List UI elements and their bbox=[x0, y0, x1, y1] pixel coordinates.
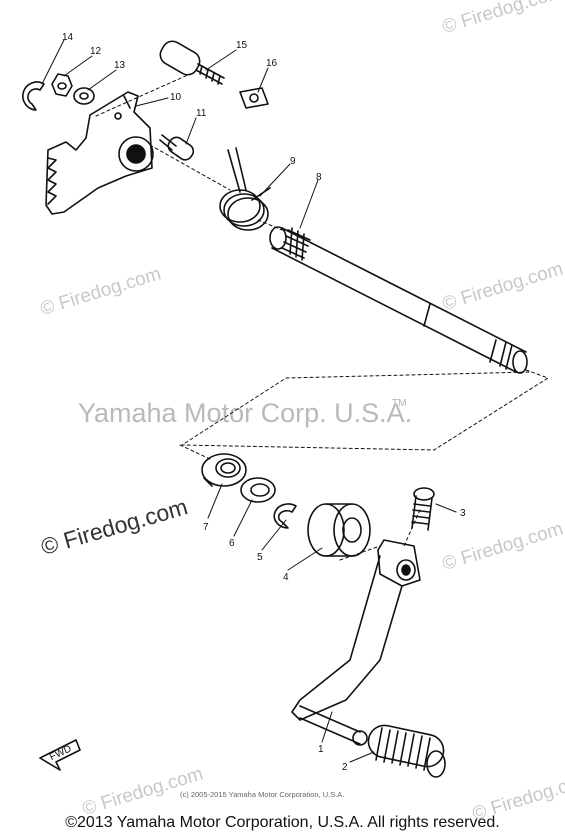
callout-2: 2 bbox=[342, 762, 348, 773]
callout-13: 13 bbox=[114, 60, 126, 71]
callout-16: 16 bbox=[266, 58, 278, 69]
part-3-bolt bbox=[411, 487, 435, 531]
callout-11: 11 bbox=[196, 108, 207, 119]
part-16-lock-washer bbox=[239, 87, 269, 109]
callout-3: 3 bbox=[460, 508, 466, 519]
copyright-small: (c) 2005-2015 Yamaha Motor Corporation, … bbox=[180, 790, 345, 799]
fwd-arrow bbox=[39, 739, 81, 771]
part-1-shift-pedal bbox=[291, 539, 421, 746]
part-2-pedal-rubber bbox=[367, 724, 446, 778]
part-6-washer bbox=[240, 477, 276, 503]
part-14-circlip bbox=[22, 81, 45, 111]
callout-10: 10 bbox=[170, 92, 182, 103]
part-7-oil-seal bbox=[201, 453, 247, 487]
callout-1: 1 bbox=[318, 744, 324, 755]
part-11-pin bbox=[159, 134, 195, 161]
part-12-nut bbox=[51, 73, 73, 97]
part-10-shift-arm bbox=[45, 91, 154, 215]
callout-labels: 14 12 13 10 11 15 16 9 8 7 6 5 4 3 1 2 F… bbox=[48, 32, 466, 773]
watermark-yamaha: Yamaha Motor Corp. U.S.A. bbox=[78, 398, 413, 428]
callout-7: 7 bbox=[203, 522, 209, 533]
callout-9: 9 bbox=[290, 156, 296, 167]
part-9-spring bbox=[219, 147, 271, 231]
part-8-shift-shaft bbox=[269, 226, 528, 374]
part-5-circlip bbox=[273, 503, 297, 529]
callout-4: 4 bbox=[283, 572, 289, 583]
callout-15: 15 bbox=[236, 40, 248, 51]
callout-12: 12 bbox=[90, 46, 102, 57]
callout-14: 14 bbox=[62, 32, 74, 43]
part-4-collar bbox=[307, 503, 371, 557]
callout-leaders bbox=[41, 39, 457, 763]
footer-copyright: ©2013 Yamaha Motor Corporation, U.S.A. A… bbox=[65, 814, 500, 831]
watermark-trademark: TM bbox=[392, 398, 407, 409]
assembly-guide-lines bbox=[95, 73, 549, 561]
part-15-bolt bbox=[159, 40, 225, 85]
part-13-washer bbox=[73, 87, 95, 105]
callout-5: 5 bbox=[257, 552, 263, 563]
callout-8: 8 bbox=[316, 172, 322, 183]
callout-6: 6 bbox=[229, 538, 235, 549]
